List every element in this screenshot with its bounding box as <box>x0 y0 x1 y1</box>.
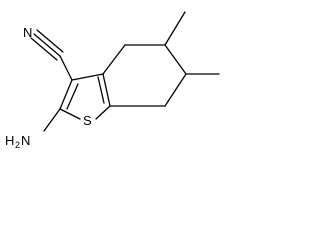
bond-c2-amino <box>43 108 61 132</box>
methyl-bond-5 <box>164 11 186 46</box>
nitrile-triple-bond <box>30 29 64 61</box>
molecule-structure: N S H 2 N <box>5 11 220 150</box>
nitrile-nitrogen-label: N <box>23 25 32 40</box>
amino-hydrogen-label: H <box>5 133 14 148</box>
sulfur-label: S <box>83 113 92 128</box>
bond-cn-c3 <box>59 55 73 81</box>
amino-nitrogen-label: N <box>21 133 30 148</box>
amino-subscript-label: 2 <box>15 140 20 150</box>
thiophene-ring <box>59 73 111 120</box>
cyclohexene-ring <box>102 44 187 107</box>
